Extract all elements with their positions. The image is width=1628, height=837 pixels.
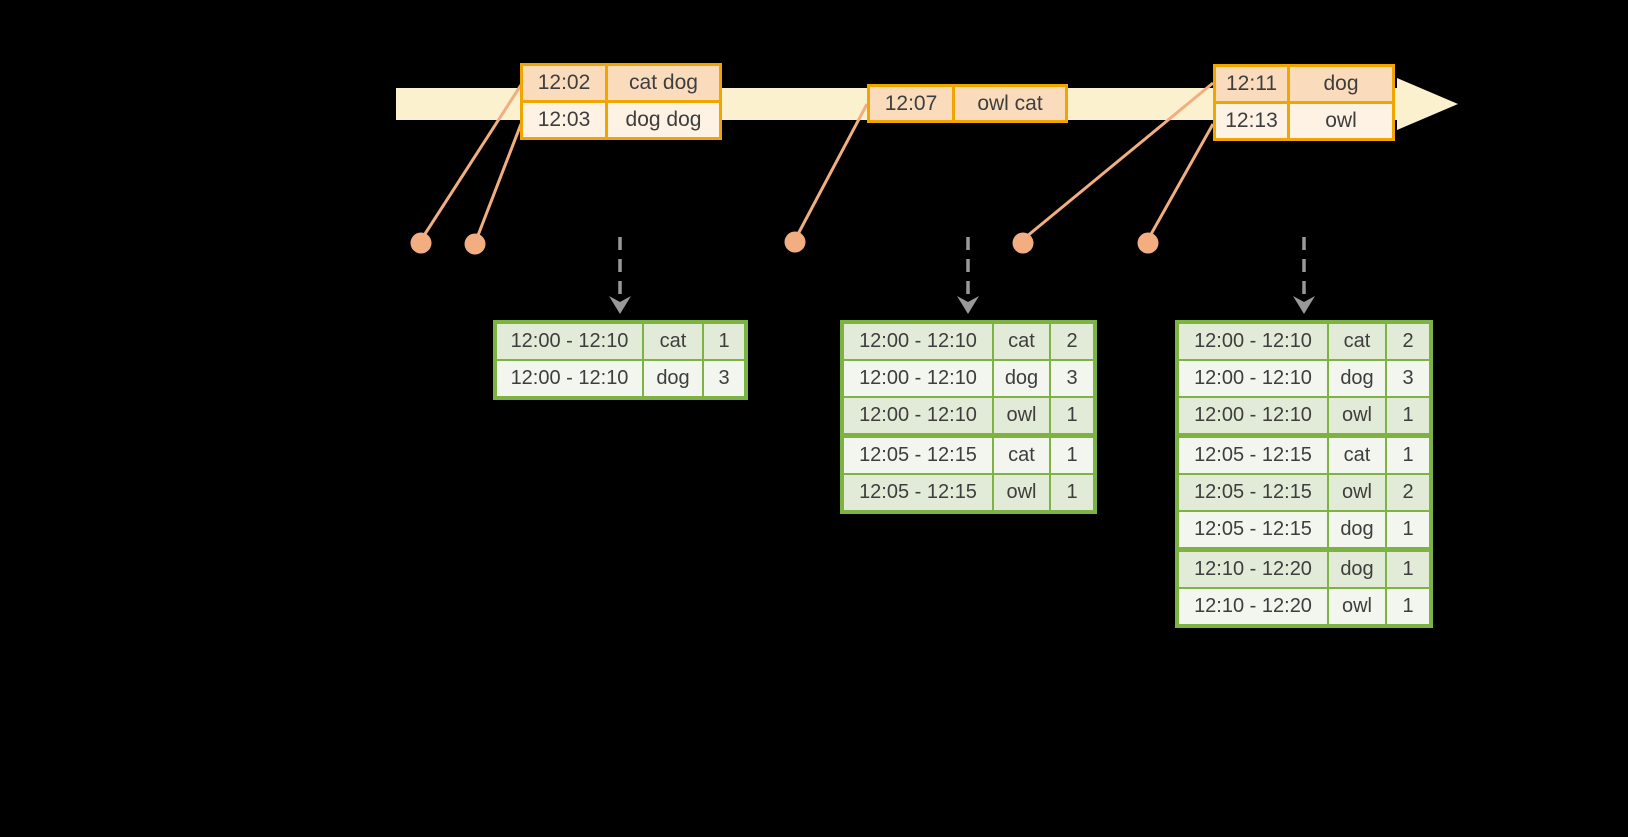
word-cell: owl bbox=[1329, 398, 1385, 433]
word-cell: owl bbox=[1329, 475, 1385, 510]
result-row: 12:00 - 12:10 owl 1 bbox=[1179, 398, 1429, 433]
count-cell: 1 bbox=[1387, 589, 1429, 624]
event-dot-icon bbox=[410, 232, 432, 254]
word-cell: cat bbox=[1329, 438, 1385, 473]
result-row: 12:05 - 12:15 owl 2 bbox=[1179, 475, 1429, 510]
word-cell: owl bbox=[994, 398, 1049, 433]
event-connector-line bbox=[421, 84, 523, 238]
word-cell: owl bbox=[1329, 589, 1385, 624]
window-cell: 12:00 - 12:10 bbox=[497, 324, 642, 359]
event-time-cell: 12:11 bbox=[1216, 67, 1287, 101]
word-cell: dog bbox=[994, 361, 1049, 396]
result-row: 12:00 - 12:10 cat 1 bbox=[497, 324, 744, 359]
event-dot-icon bbox=[464, 233, 486, 255]
event-row: 12:11 dog bbox=[1216, 67, 1392, 101]
result-row: 12:00 - 12:10 cat 2 bbox=[1179, 324, 1429, 359]
count-cell: 1 bbox=[1387, 438, 1429, 473]
trigger-arrowhead-icon bbox=[957, 296, 979, 314]
result-table-1: 12:00 - 12:10 cat 1 12:00 - 12:10 dog 3 bbox=[493, 320, 748, 400]
trigger-arrowhead-icon bbox=[609, 296, 631, 314]
word-cell: cat bbox=[994, 324, 1049, 359]
word-cell: dog bbox=[1329, 552, 1385, 587]
window-cell: 12:00 - 12:10 bbox=[844, 361, 992, 396]
count-cell: 1 bbox=[704, 324, 744, 359]
count-cell: 2 bbox=[1051, 324, 1093, 359]
word-cell: dog bbox=[1329, 361, 1385, 396]
word-cell: cat bbox=[644, 324, 702, 359]
window-cell: 12:00 - 12:10 bbox=[1179, 398, 1327, 433]
count-cell: 3 bbox=[1387, 361, 1429, 396]
window-cell: 12:10 - 12:20 bbox=[1179, 589, 1327, 624]
event-row: 12:03 dog dog bbox=[523, 103, 719, 137]
window-cell: 12:05 - 12:15 bbox=[844, 475, 992, 510]
event-row: 12:07 owl cat bbox=[870, 87, 1065, 120]
result-row: 12:05 - 12:15 cat 1 bbox=[844, 438, 1093, 473]
window-cell: 12:00 - 12:10 bbox=[1179, 324, 1327, 359]
event-connector-line bbox=[1148, 123, 1215, 237]
count-cell: 1 bbox=[1051, 398, 1093, 433]
count-cell: 1 bbox=[1387, 398, 1429, 433]
window-cell: 12:00 - 12:10 bbox=[844, 398, 992, 433]
event-connector-line bbox=[795, 103, 869, 237]
event-time-cell: 12:03 bbox=[523, 103, 605, 137]
count-cell: 1 bbox=[1051, 438, 1093, 473]
timeline-arrowhead-icon bbox=[1397, 78, 1458, 130]
count-cell: 1 bbox=[1387, 552, 1429, 587]
event-dot-icon bbox=[1012, 232, 1034, 254]
result-row: 12:00 - 12:10 dog 3 bbox=[497, 361, 744, 396]
count-cell: 2 bbox=[1387, 324, 1429, 359]
word-cell: cat bbox=[994, 438, 1049, 473]
event-row: 12:02 cat dog bbox=[523, 66, 719, 100]
event-batch-table-2: 12:07 owl cat bbox=[867, 84, 1068, 123]
event-dot-icon bbox=[784, 231, 806, 253]
window-cell: 12:00 - 12:10 bbox=[1179, 361, 1327, 396]
event-row: 12:13 owl bbox=[1216, 104, 1392, 138]
result-row: 12:10 - 12:20 dog 1 bbox=[1179, 552, 1429, 587]
event-batch-table-1: 12:02 cat dog 12:03 dog dog bbox=[520, 63, 722, 140]
result-table-2: 12:00 - 12:10 cat 2 12:00 - 12:10 dog 3 … bbox=[840, 320, 1097, 514]
count-cell: 3 bbox=[1051, 361, 1093, 396]
event-time-cell: 12:13 bbox=[1216, 104, 1287, 138]
event-connector-line bbox=[475, 123, 523, 239]
window-cell: 12:00 - 12:10 bbox=[844, 324, 992, 359]
count-cell: 2 bbox=[1387, 475, 1429, 510]
result-row: 12:05 - 12:15 cat 1 bbox=[1179, 438, 1429, 473]
word-cell: dog bbox=[644, 361, 702, 396]
count-cell: 1 bbox=[1051, 475, 1093, 510]
window-cell: 12:05 - 12:15 bbox=[844, 438, 992, 473]
result-row: 12:00 - 12:10 dog 3 bbox=[1179, 361, 1429, 396]
window-cell: 12:10 - 12:20 bbox=[1179, 552, 1327, 587]
event-words-cell: owl bbox=[1290, 104, 1392, 138]
window-cell: 12:05 - 12:15 bbox=[1179, 512, 1327, 547]
result-row: 12:05 - 12:15 owl 1 bbox=[844, 475, 1093, 510]
word-cell: cat bbox=[1329, 324, 1385, 359]
event-words-cell: dog bbox=[1290, 67, 1392, 101]
count-cell: 1 bbox=[1387, 512, 1429, 547]
result-row: 12:00 - 12:10 dog 3 bbox=[844, 361, 1093, 396]
window-cell: 12:00 - 12:10 bbox=[497, 361, 642, 396]
event-words-cell: cat dog bbox=[608, 66, 719, 100]
event-dot-icon bbox=[1137, 232, 1159, 254]
result-row: 12:00 - 12:10 cat 2 bbox=[844, 324, 1093, 359]
result-row: 12:05 - 12:15 dog 1 bbox=[1179, 512, 1429, 547]
window-cell: 12:05 - 12:15 bbox=[1179, 438, 1327, 473]
word-cell: owl bbox=[994, 475, 1049, 510]
count-cell: 3 bbox=[704, 361, 744, 396]
event-time-cell: 12:02 bbox=[523, 66, 605, 100]
event-words-cell: owl cat bbox=[955, 87, 1065, 120]
event-words-cell: dog dog bbox=[608, 103, 719, 137]
result-row: 12:00 - 12:10 owl 1 bbox=[844, 398, 1093, 433]
window-cell: 12:05 - 12:15 bbox=[1179, 475, 1327, 510]
event-time-cell: 12:07 bbox=[870, 87, 952, 120]
word-cell: dog bbox=[1329, 512, 1385, 547]
result-row: 12:10 - 12:20 owl 1 bbox=[1179, 589, 1429, 624]
event-batch-table-3: 12:11 dog 12:13 owl bbox=[1213, 64, 1395, 141]
result-table-3: 12:00 - 12:10 cat 2 12:00 - 12:10 dog 3 … bbox=[1175, 320, 1433, 628]
event-connector-line bbox=[1025, 81, 1214, 239]
trigger-arrowhead-icon bbox=[1293, 296, 1315, 314]
